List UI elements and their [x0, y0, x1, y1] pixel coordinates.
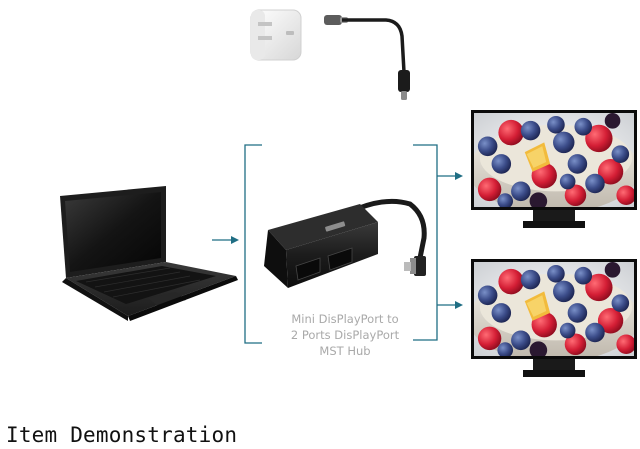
product-label-line: Mini DisPlayPort to: [281, 311, 409, 327]
laptop-icon: [60, 186, 238, 321]
monitor-icon: [468, 110, 640, 228]
monitor-icon: [468, 259, 640, 377]
power-adapter-icon: [251, 10, 301, 60]
product-label-line: MST Hub: [281, 343, 409, 359]
product-label: Mini DisPlayPort to 2 Ports DisPlayPort …: [281, 311, 409, 359]
item-demonstration-caption: Item Demonstration: [6, 423, 237, 447]
usb-c-cable-icon: [324, 15, 410, 100]
product-label-line: 2 Ports DisPlayPort: [281, 327, 409, 343]
mst-hub-icon: [264, 201, 426, 288]
